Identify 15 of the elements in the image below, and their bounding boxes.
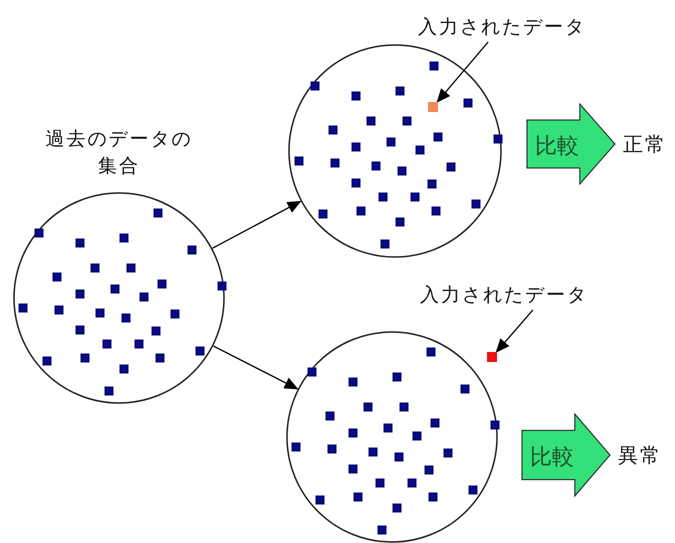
leader-line: [496, 310, 534, 353]
result-label: 異常: [618, 442, 662, 469]
arrow: [212, 200, 302, 249]
callout-text: 入力されたデータ: [418, 16, 586, 38]
arrow-label: 比較: [530, 444, 574, 472]
input-data-point: [487, 352, 497, 362]
arrow: [213, 346, 298, 390]
result-label: 正常: [623, 131, 667, 158]
arrow-label: 比較: [535, 133, 579, 161]
set-heading: 過去のデータの集合: [44, 127, 194, 179]
input-data-point: [428, 102, 438, 112]
callout-text: 入力されたデータ: [420, 284, 588, 306]
data-set-circle: [13, 126, 225, 404]
data-set-circle: [288, 44, 502, 258]
leader-line: [436, 42, 489, 103]
